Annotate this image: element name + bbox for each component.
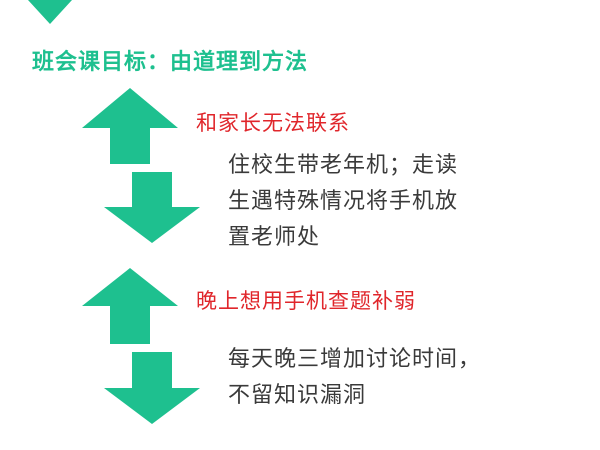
- solution-line: 不留知识漏洞: [228, 383, 367, 408]
- solution-line: 每天晚三增加讨论时间，: [228, 347, 482, 372]
- top-down-arrow-icon: [28, 0, 72, 24]
- solution-line: 住校生带老年机；走读: [228, 153, 459, 178]
- solution-line: 置老师处: [228, 225, 321, 250]
- page-title: 班会课目标：由道理到方法: [32, 50, 309, 75]
- problem-label: 晚上想用手机查题补弱: [196, 289, 416, 313]
- solution-line: 生遇特殊情况将手机放: [228, 189, 459, 214]
- solution-text: 每天晚三增加讨论时间， 不留知识漏洞: [228, 342, 528, 414]
- problem-label: 和家长无法联系: [196, 111, 350, 135]
- solution-text: 住校生带老年机；走读 生遇特殊情况将手机放 置老师处: [228, 148, 528, 256]
